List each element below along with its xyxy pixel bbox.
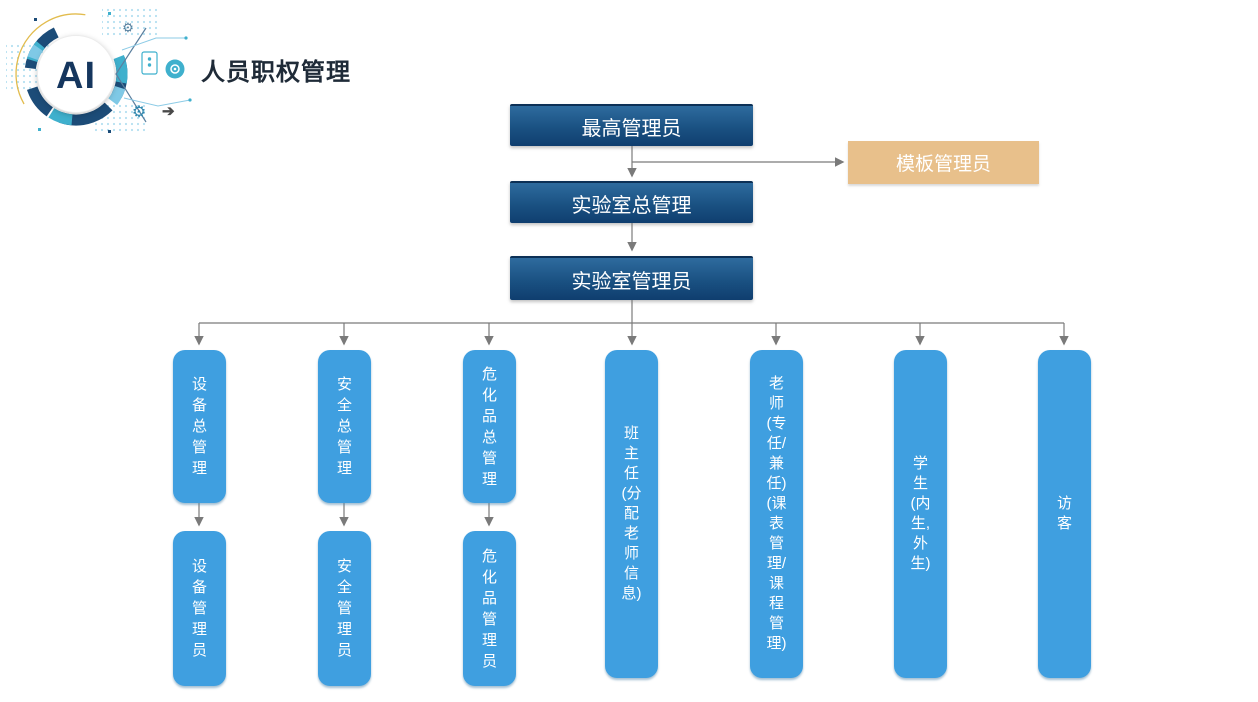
node-label: 设 备 总 管 理 [191,376,207,477]
circuit-trace [121,37,186,51]
node-label: 班 主 任 (分 配 老 师 信 息) [621,425,642,602]
node-label: 实验室管理员 [571,270,692,293]
ai-logo: AI ⚙ ⚙ ➔ [6,8,192,135]
halftone-decoration [102,8,158,38]
node-head-teacher: 班 主 任 (分 配 老 师 信 息) [605,350,658,678]
node-label: 安 全 总 管 理 [336,376,352,477]
node-teacher: 老 师 (专 任/ 兼 任) (课 表 管 理/ 课 程 管 理) [750,350,803,678]
gear-icon: ⚙ [132,104,146,121]
yellow-arc-decoration [15,13,137,135]
node-label: 模板管理员 [895,154,991,175]
circuit-node [188,98,192,102]
card-dot [147,63,152,67]
circuit-node [184,36,188,40]
ai-logo-text: AI [56,55,96,97]
target-icon-ring [170,64,180,74]
node-label: 最高管理员 [581,117,682,140]
circuit-trace [123,97,191,107]
card-icon [141,51,158,75]
node-label: 危 化 品 管 理 员 [481,547,497,670]
node-equipment-general: 设 备 总 管 理 [173,350,226,503]
dot-decoration [34,18,37,21]
target-icon-dot [173,67,177,71]
node-safety-general: 安 全 总 管 理 [318,350,371,503]
node-template-admin: 模板管理员 [848,141,1039,184]
gear-icon: ⚙ [122,20,134,35]
dot-decoration [108,12,111,15]
arrow-icon: ➔ [162,103,175,120]
node-visitor: 访 客 [1038,350,1091,678]
node-hazmat-admin: 危 化 品 管 理 员 [463,531,516,686]
dot-decoration [108,130,111,133]
card-dot [147,57,152,61]
node-equipment-admin: 设 备 管 理 员 [173,531,226,686]
node-label: 访 客 [1056,495,1072,532]
node-lab-general: 实验室总管理 [510,181,753,223]
node-lab-admin: 实验室管理员 [510,256,753,300]
node-top-admin: 最高管理员 [510,104,753,146]
logo-ring-lightblue [24,22,128,126]
node-label: 危 化 品 总 管 理 [481,365,497,488]
node-student: 学 生 (内 生, 外 生) [894,350,947,678]
node-label: 实验室总管理 [571,194,692,217]
node-label: 安 全 管 理 员 [336,558,352,659]
fan-decoration [115,27,147,123]
page-title: 人员职权管理 [201,59,351,86]
node-label: 学 生 (内 生, 外 生) [910,455,931,572]
node-safety-admin: 安 全 管 理 员 [318,531,371,686]
node-label: 设 备 管 理 员 [191,558,207,659]
node-label: 老 师 (专 任/ 兼 任) (课 表 管 理/ 课 程 管 理) [766,375,787,652]
logo-ring-teal [24,22,128,126]
dot-decoration [38,128,41,131]
node-hazmat-general: 危 化 品 总 管 理 [463,350,516,503]
logo-circle [37,35,115,113]
